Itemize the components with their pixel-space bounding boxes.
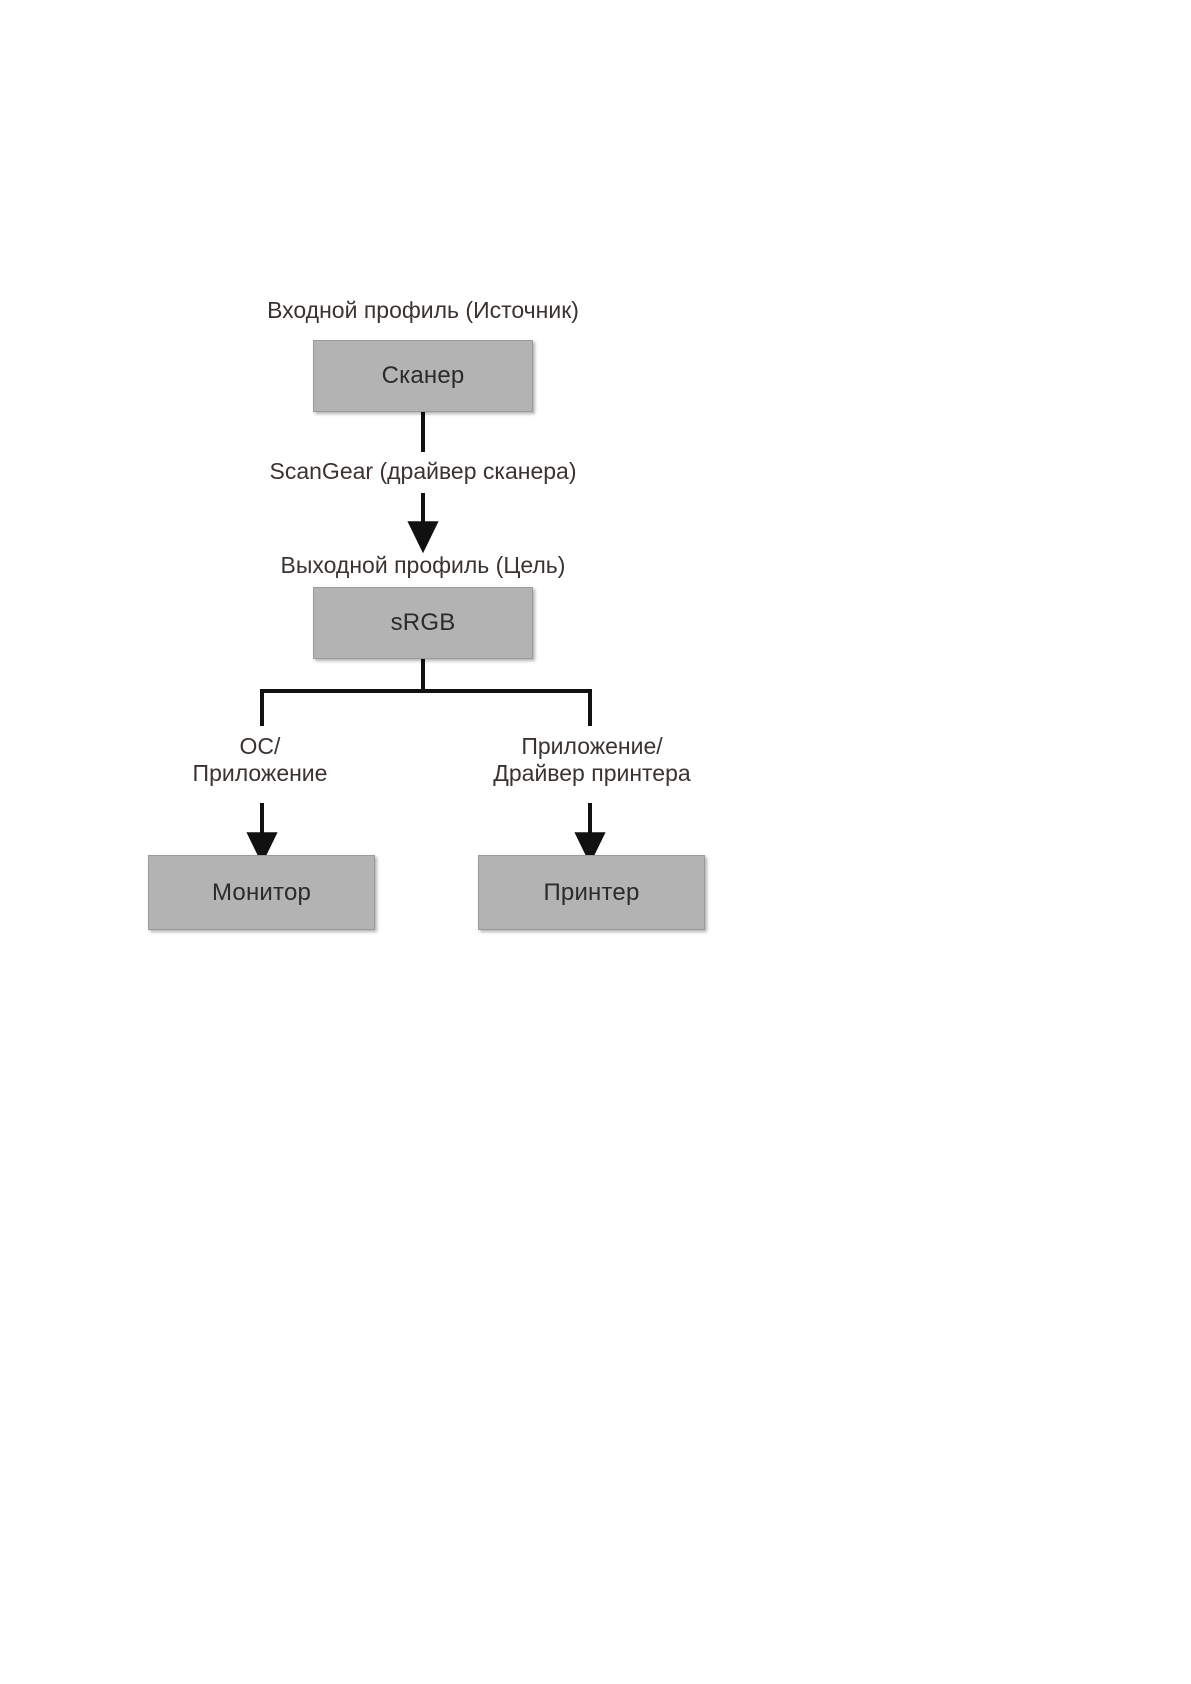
node-monitor: Монитор [148,855,375,930]
application-printer-driver-label-line2: Драйвер принтера [493,760,691,787]
node-monitor-label: Монитор [211,878,312,906]
os-application-label-line1: ОС/ [239,733,281,759]
os-application-label: ОС/ Приложение [160,733,360,787]
application-printer-driver-label-line1: Приложение/ [521,733,663,759]
output-profile-label: Выходной профиль (Цель) [280,552,566,578]
node-srgb-label: sRGB [390,609,456,636]
node-printer-label: Принтер [543,878,640,906]
scangear-driver-label: ScanGear (драйвер сканера) [269,458,577,484]
input-profile-label: Входной профиль (Источник) [267,297,579,323]
node-srgb: sRGB [313,587,533,659]
os-application-label-line2: Приложение [192,760,328,787]
application-printer-driver-label: Приложение/ Драйвер принтера [462,733,722,787]
node-printer: Принтер [478,855,705,930]
node-scanner: Сканер [313,340,533,412]
node-scanner-label: Сканер [381,362,465,389]
